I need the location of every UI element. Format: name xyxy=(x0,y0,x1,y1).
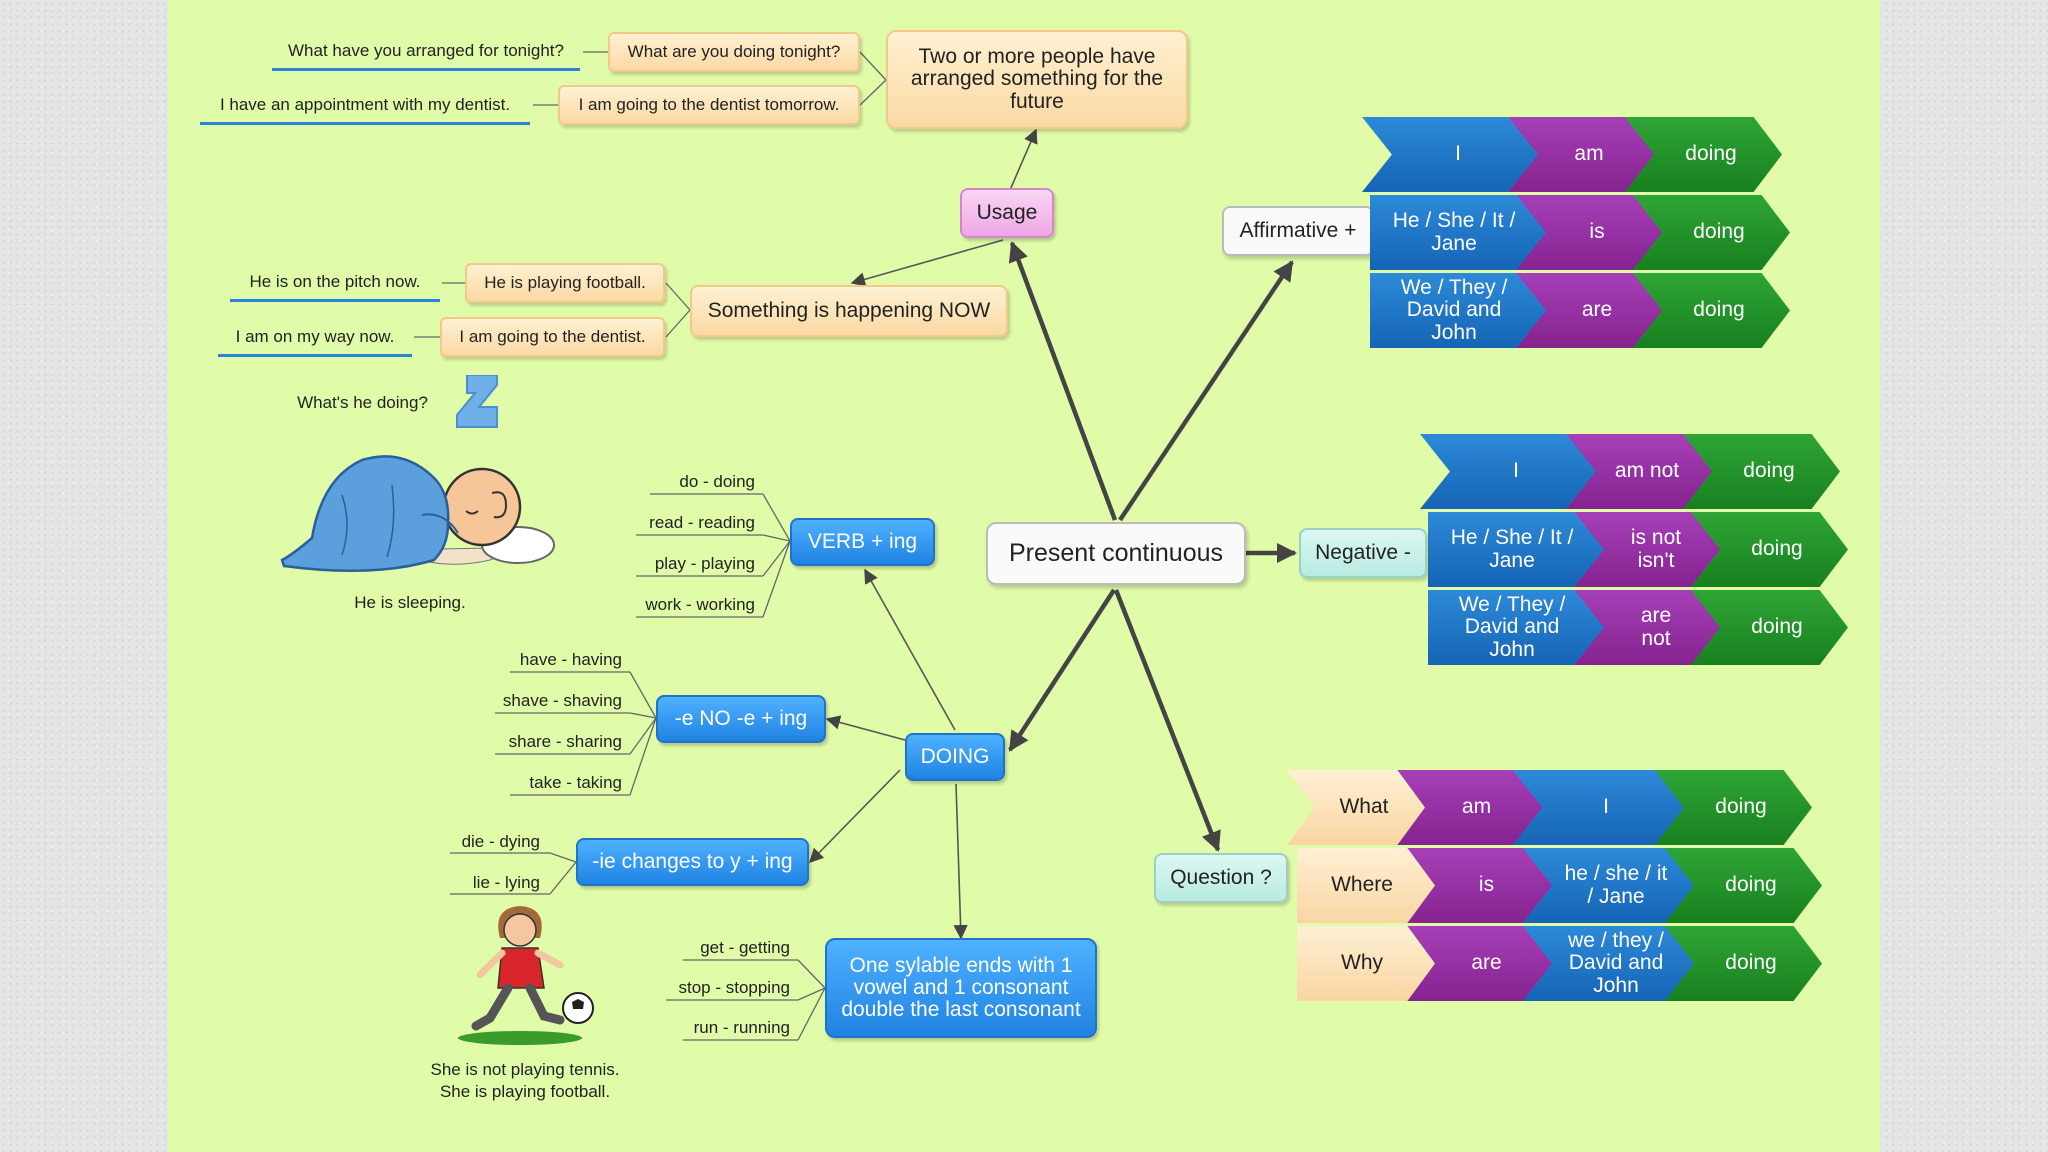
example-stop-stopping: stop - stopping xyxy=(678,978,790,997)
example-get-getting: get - getting xyxy=(700,938,790,957)
future-example-dentist-tomorrow[interactable]: I am going to the dentist tomorrow. xyxy=(558,85,860,125)
example-die-dying: die - dying xyxy=(461,832,540,851)
sleep-caption: He is sleeping. xyxy=(354,593,466,612)
future-note-dentist-appointment: I have an appointment with my dentist. xyxy=(200,95,530,125)
present-continuous-central-node[interactable]: Present continuous xyxy=(986,522,1246,585)
negative-row-i-subject: I xyxy=(1420,434,1596,509)
sleep-question-label: What's he doing? xyxy=(297,393,428,412)
question-row-where-wh: Where xyxy=(1297,848,1435,923)
future-example-doing-tonight[interactable]: What are you doing tonight? xyxy=(608,32,860,72)
question-row-what: doing I am What xyxy=(1287,770,1812,845)
verb-ing-node[interactable]: VERB + ing xyxy=(790,518,935,566)
affirmative-row-we-subject: We / They / David and John xyxy=(1370,273,1546,348)
affirmative-row-i: doing am I xyxy=(1362,117,1782,192)
question-node[interactable]: Question ? xyxy=(1154,853,1288,903)
doing-node[interactable]: DOING xyxy=(905,733,1005,781)
affirmative-row-i-subject: I xyxy=(1362,117,1538,192)
question-row-why-wh: Why xyxy=(1297,926,1435,1001)
negative-row-we-subject: We / They / David and John xyxy=(1428,590,1604,665)
example-work-working: work - working xyxy=(645,595,755,614)
negative-row-he-subject: He / She / It / Jane xyxy=(1428,512,1604,587)
future-note-arranged-tonight: What have you arranged for tonight? xyxy=(272,41,580,71)
example-take-taking: take - taking xyxy=(529,773,622,792)
affirmative-row-he: doing is He / She / It / Jane xyxy=(1370,195,1790,270)
question-row-where: doing he / she / it / Jane is Where xyxy=(1297,848,1822,923)
question-row-what-verb: doing xyxy=(1654,770,1812,845)
usage-node[interactable]: Usage xyxy=(960,188,1054,238)
football-caption-playing-football: She is playing football. xyxy=(439,1082,611,1101)
football-caption-not-tennis: She is not playing tennis. xyxy=(430,1060,620,1079)
example-shave-shaving: shave - shaving xyxy=(502,691,622,710)
question-row-what-wh: What xyxy=(1287,770,1425,845)
example-run-running: run - running xyxy=(693,1018,790,1037)
example-share-sharing: share - sharing xyxy=(508,732,622,751)
now-note-on-pitch: He is on the pitch now. xyxy=(230,272,440,302)
question-row-why: doing we / they / David and John are Why xyxy=(1297,926,1822,1001)
now-example-going-dentist[interactable]: I am going to the dentist. xyxy=(440,317,665,357)
no-e-ing-node[interactable]: -e NO -e + ing xyxy=(656,695,826,743)
example-lie-lying: lie - lying xyxy=(472,873,540,892)
ie-changes-node[interactable]: -ie changes to y + ing xyxy=(576,838,809,886)
example-have-having: have - having xyxy=(519,650,622,669)
negative-row-we: doing are not We / They / David and John xyxy=(1428,590,1848,665)
affirmative-node[interactable]: Affirmative + xyxy=(1222,206,1374,256)
negative-row-i: doing am not I xyxy=(1420,434,1840,509)
affirmative-row-he-subject: He / She / It / Jane xyxy=(1370,195,1546,270)
future-arrangement-node[interactable]: Two or more people have arranged somethi… xyxy=(886,30,1188,129)
example-do-doing: do - doing xyxy=(679,472,755,491)
now-example-playing-football[interactable]: He is playing football. xyxy=(465,263,665,303)
now-note-on-my-way: I am on my way now. xyxy=(218,327,412,357)
negative-node[interactable]: Negative - xyxy=(1299,528,1427,578)
double-consonant-node[interactable]: One sylable ends with 1 vowel and 1 cons… xyxy=(825,938,1097,1038)
sleeping-boy-illustration xyxy=(280,375,555,573)
example-play-playing: play - playing xyxy=(654,554,755,573)
example-read-reading: read - reading xyxy=(649,513,755,532)
negative-row-he: doing is not isn't He / She / It / Jane xyxy=(1428,512,1848,587)
affirmative-row-we: doing are We / They / David and John xyxy=(1370,273,1790,348)
football-girl-illustration xyxy=(458,906,594,1045)
happening-now-node[interactable]: Something is happening NOW xyxy=(690,285,1008,337)
